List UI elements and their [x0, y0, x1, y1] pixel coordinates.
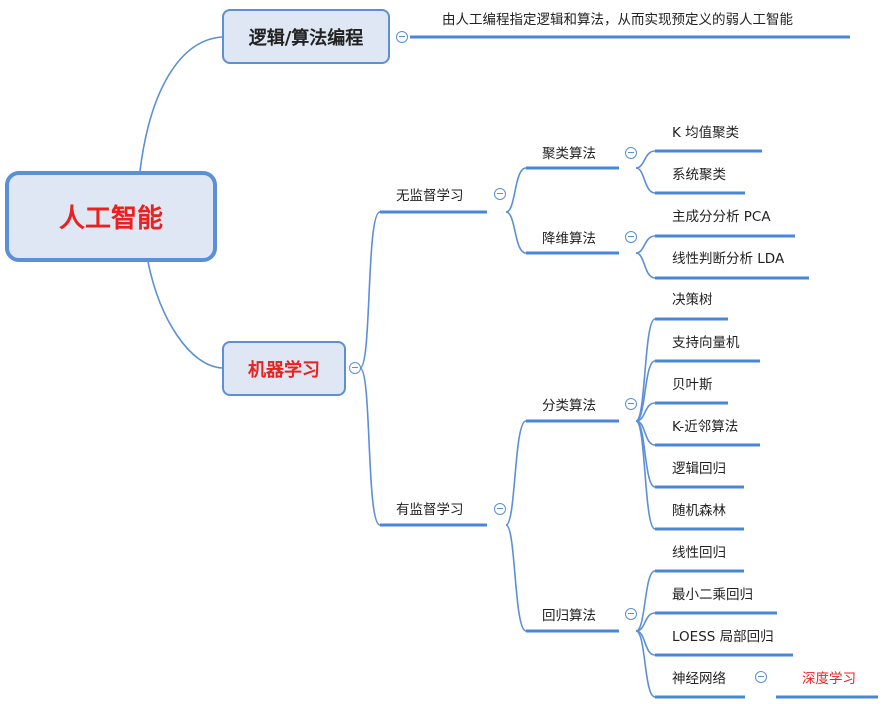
regression-item[interactable]: 最小二乘回归 — [672, 587, 753, 603]
root-label: 人工智能 — [58, 204, 163, 234]
collapse-toggle-regression[interactable] — [625, 608, 637, 620]
dimred-item[interactable]: 线性判断分析 LDA — [672, 251, 785, 267]
classification-node[interactable]: 分类算法 — [542, 398, 596, 414]
classification-item[interactable]: 支持向量机 — [672, 335, 740, 351]
logic-node[interactable]: 逻辑/算法编程 — [222, 9, 390, 64]
clustering-node[interactable]: 聚类算法 — [542, 146, 596, 162]
classification-item[interactable]: 决策树 — [672, 292, 713, 308]
supervised-node[interactable]: 有监督学习 — [396, 502, 464, 518]
root-node[interactable]: 人工智能 — [5, 171, 217, 262]
dimred-item[interactable]: 主成分分析 PCA — [672, 209, 771, 225]
ml-node[interactable]: 机器学习 — [222, 341, 346, 396]
unsupervised-node[interactable]: 无监督学习 — [396, 188, 464, 204]
classification-item[interactable]: K-近邻算法 — [672, 419, 739, 435]
logic-label: 逻辑/算法编程 — [248, 27, 364, 49]
dimred-node[interactable]: 降维算法 — [542, 231, 596, 247]
collapse-toggle-logic[interactable] — [396, 31, 408, 43]
regression-item[interactable]: 线性回归 — [672, 545, 726, 561]
collapse-toggle-classification[interactable] — [625, 398, 637, 410]
classification-item[interactable]: 逻辑回归 — [672, 461, 726, 477]
collapse-toggle-neural-network[interactable] — [755, 671, 767, 683]
clustering-item[interactable]: 系统聚类 — [672, 167, 726, 183]
collapse-toggle-supervised[interactable] — [494, 503, 506, 515]
logic-description: 由人工编程指定逻辑和算法，从而实现预定义的弱人工智能 — [442, 12, 793, 28]
ml-label: 机器学习 — [248, 359, 320, 381]
deep-learning-node[interactable]: 深度学习 — [802, 671, 856, 687]
collapse-toggle-clustering[interactable] — [625, 147, 637, 159]
regression-node[interactable]: 回归算法 — [542, 608, 596, 624]
clustering-item[interactable]: K 均值聚类 — [672, 125, 740, 141]
collapse-toggle-dimred[interactable] — [625, 231, 637, 243]
regression-item[interactable]: 神经网络 — [672, 671, 726, 687]
classification-item[interactable]: 贝叶斯 — [672, 377, 713, 393]
classification-item[interactable]: 随机森林 — [672, 503, 726, 519]
collapse-toggle-unsupervised[interactable] — [494, 188, 506, 200]
regression-item[interactable]: LOESS 局部回归 — [672, 629, 774, 645]
collapse-toggle-ml[interactable] — [349, 362, 361, 374]
